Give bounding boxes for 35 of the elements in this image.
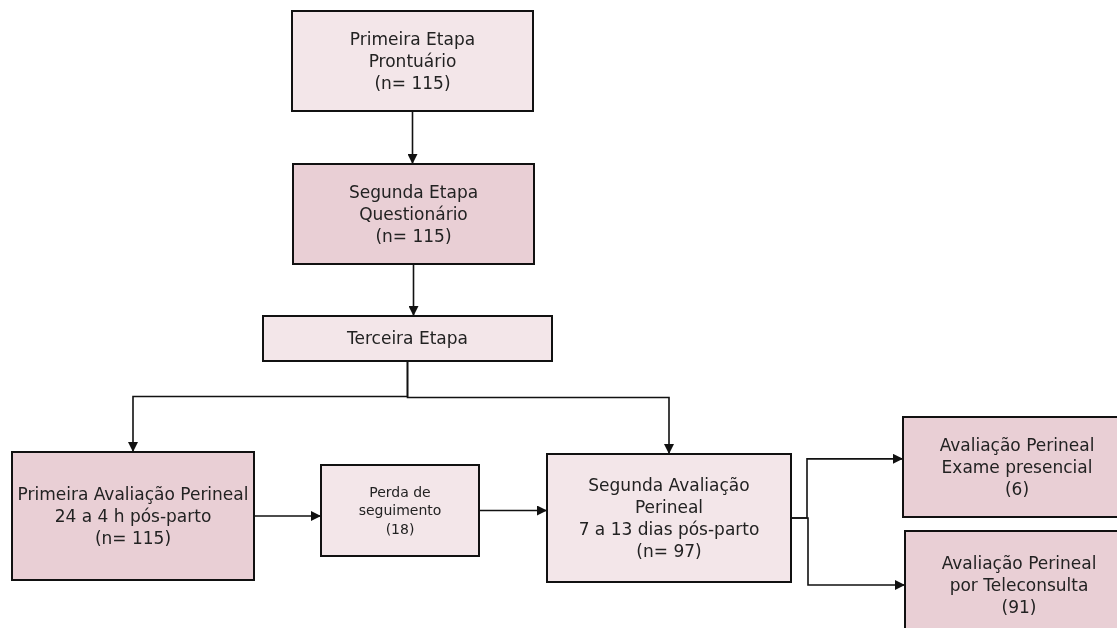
arrow bbox=[791, 517, 905, 590]
box-text: (18) bbox=[384, 519, 416, 538]
arrow bbox=[408, 264, 419, 316]
box-text: Questionário bbox=[358, 202, 469, 226]
process-box bbox=[902, 416, 1117, 518]
box-text: Exame presencial bbox=[940, 455, 1094, 479]
box-text: Primeira Etapa bbox=[348, 27, 477, 50]
box-text: (n= 115) bbox=[373, 72, 452, 95]
box-text: 7 a 13 dias pós-parto bbox=[577, 518, 761, 541]
box-text: (n= 115) bbox=[374, 225, 453, 248]
box-text: Avaliação Perineal bbox=[938, 433, 1096, 456]
box-text: 24 a 4 h pós-parto bbox=[53, 504, 213, 528]
box-text: Perda de seguimento bbox=[357, 483, 443, 520]
box-text: Segunda Avaliação Perineal bbox=[587, 473, 751, 518]
box-text: por Teleconsulta bbox=[948, 573, 1090, 597]
process-box bbox=[546, 453, 792, 583]
box-text: (91) bbox=[1000, 596, 1038, 619]
box-text: Avaliação Perineal bbox=[940, 551, 1098, 574]
process-box bbox=[320, 464, 480, 557]
process-box bbox=[11, 451, 255, 581]
box-text: Prontuário bbox=[367, 49, 458, 73]
box-text: (6) bbox=[1003, 478, 1031, 501]
arrow bbox=[479, 505, 547, 516]
box-text: (n= 97) bbox=[635, 540, 703, 563]
process-box bbox=[291, 10, 534, 112]
process-box bbox=[292, 163, 535, 265]
box-text: (n= 115) bbox=[93, 527, 173, 550]
process-box bbox=[262, 315, 553, 362]
process-box bbox=[904, 530, 1117, 628]
arrow bbox=[406, 361, 674, 454]
arrow bbox=[407, 111, 418, 164]
box-text: Primeira Avaliação Perineal bbox=[16, 482, 250, 505]
arrow bbox=[254, 511, 321, 521]
box-text: Segunda Etapa bbox=[347, 180, 480, 203]
box-text: Terceira Etapa bbox=[346, 327, 469, 350]
